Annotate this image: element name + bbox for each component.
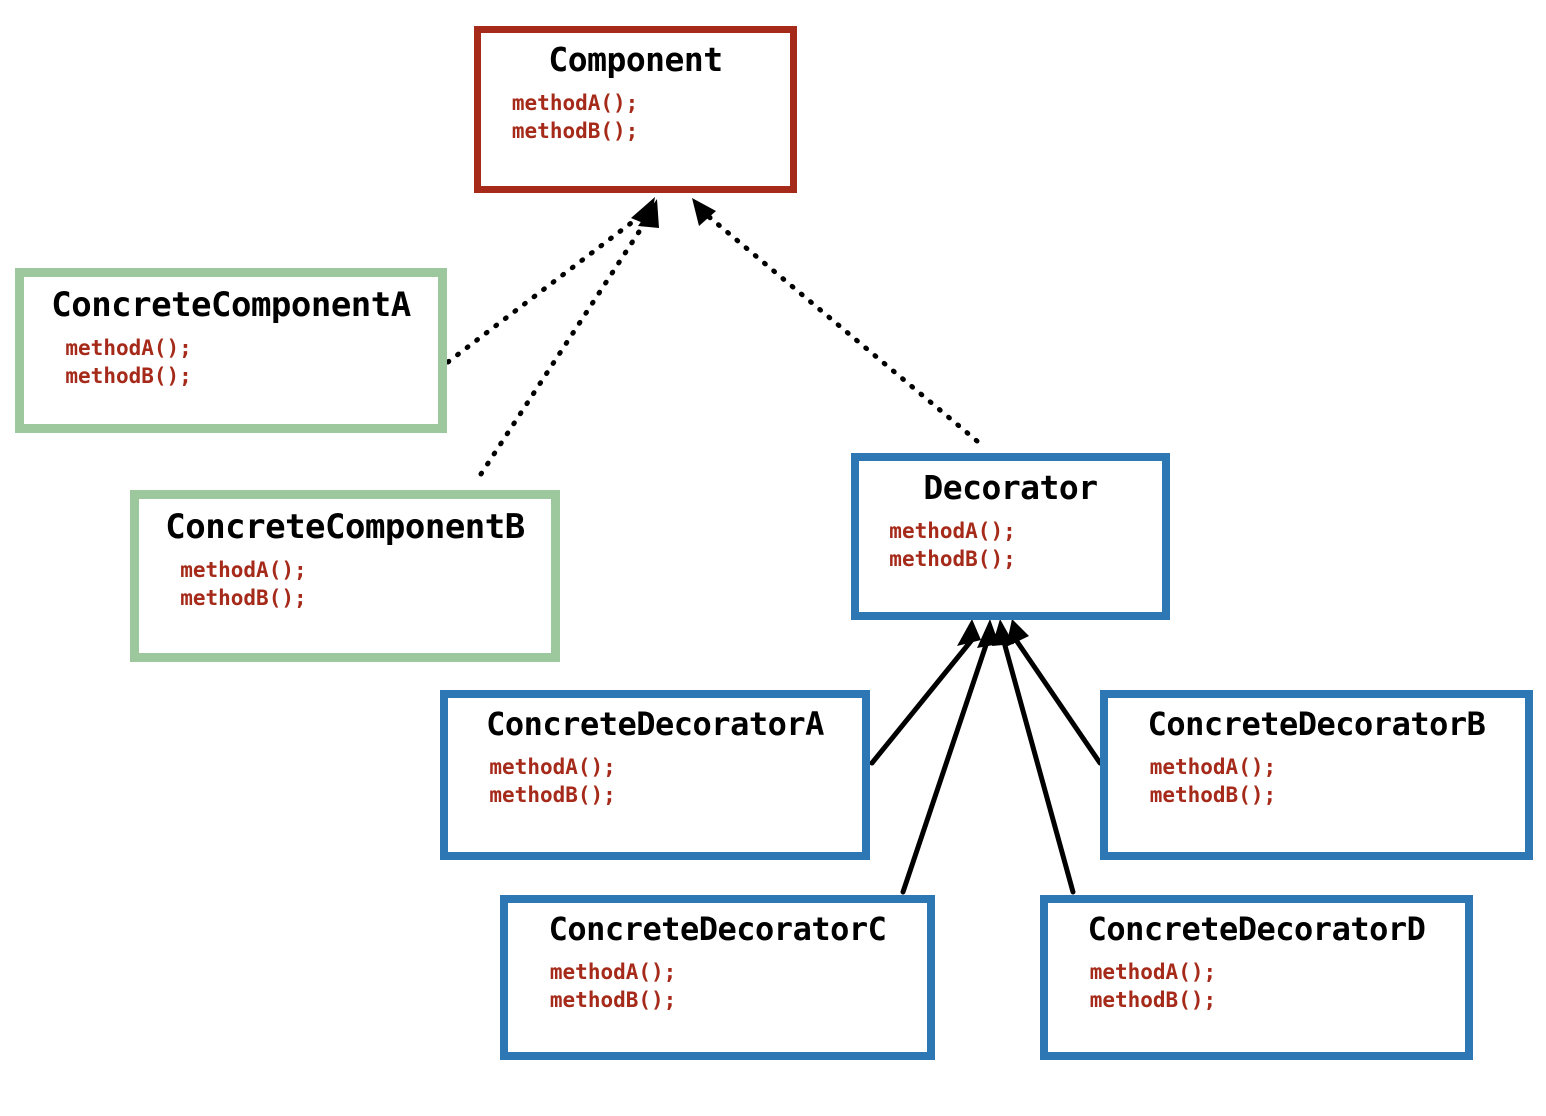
method-entry: methodB();	[549, 987, 677, 1012]
edge-concrete-decorator-a-to-decorator	[869, 619, 981, 766]
edge-decorator-to-component	[692, 198, 980, 444]
class-box-concrete-component-a[interactable]: ConcreteComponentA methodA(); methodB();	[15, 268, 447, 433]
method-entry: methodA();	[65, 336, 192, 361]
class-name-concrete-decorator-c: ConcreteDecoratorC	[548, 910, 887, 948]
class-name-concrete-component-a: ConcreteComponentA	[51, 285, 411, 325]
method-entry: methodA();	[549, 959, 677, 984]
class-methods-decorator: methodA(); methodB();	[859, 518, 1162, 574]
edge-concrete-decorator-d-to-decorator	[992, 619, 1076, 895]
method-entry: methodA();	[889, 518, 1016, 543]
class-name-concrete-decorator-b: ConcreteDecoratorB	[1147, 705, 1486, 743]
method-entry: methodA();	[489, 754, 616, 779]
class-name-concrete-decorator-d: ConcreteDecoratorD	[1087, 910, 1426, 948]
class-name-concrete-component-b: ConcreteComponentB	[165, 507, 525, 547]
edge-concrete-decorator-c-to-decorator	[900, 619, 999, 895]
method-entry: methodB();	[65, 364, 192, 389]
class-box-concrete-component-b[interactable]: ConcreteComponentB methodA(); methodB();	[130, 490, 560, 662]
class-methods-concrete-decorator-b: methodA(); methodB();	[1108, 754, 1525, 810]
method-entry: methodA();	[1149, 754, 1277, 779]
class-methods-component: methodA(); methodB();	[481, 90, 790, 146]
class-methods-concrete-decorator-d: methodA(); methodB();	[1048, 959, 1465, 1015]
method-entry: methodB();	[889, 546, 1016, 571]
class-methods-concrete-decorator-a: methodA(); methodB();	[448, 754, 862, 810]
method-entry: methodA();	[511, 90, 639, 115]
class-box-concrete-decorator-b[interactable]: ConcreteDecoratorB methodA(); methodB();	[1100, 690, 1533, 860]
method-entry: methodA();	[1089, 959, 1217, 984]
class-box-concrete-decorator-c[interactable]: ConcreteDecoratorC methodA(); methodB();	[500, 895, 935, 1060]
class-methods-concrete-component-b: methodA(); methodB();	[139, 557, 551, 613]
class-name-concrete-decorator-a: ConcreteDecoratorA	[486, 705, 824, 743]
method-entry: methodB();	[489, 782, 616, 807]
class-name-decorator: Decorator	[923, 468, 1098, 507]
method-entry: methodA();	[180, 558, 307, 583]
class-box-component[interactable]: Component methodA(); methodB();	[474, 26, 797, 193]
method-entry: methodB();	[511, 118, 639, 143]
class-box-concrete-decorator-d[interactable]: ConcreteDecoratorD methodA(); methodB();	[1040, 895, 1473, 1060]
method-entry: methodB();	[1089, 987, 1217, 1012]
edge-concrete-decorator-b-to-decorator	[1006, 619, 1103, 766]
class-name-component: Component	[548, 40, 723, 79]
edge-concrete-component-b-to-component	[478, 199, 659, 477]
method-entry: methodB();	[180, 586, 307, 611]
class-box-concrete-decorator-a[interactable]: ConcreteDecoratorA methodA(); methodB();	[440, 690, 870, 860]
edge-concrete-component-a-to-component	[445, 197, 655, 365]
class-box-decorator[interactable]: Decorator methodA(); methodB();	[851, 453, 1170, 620]
method-entry: methodB();	[1149, 782, 1277, 807]
class-methods-concrete-decorator-c: methodA(); methodB();	[508, 959, 927, 1015]
class-methods-concrete-component-a: methodA(); methodB();	[24, 335, 438, 391]
